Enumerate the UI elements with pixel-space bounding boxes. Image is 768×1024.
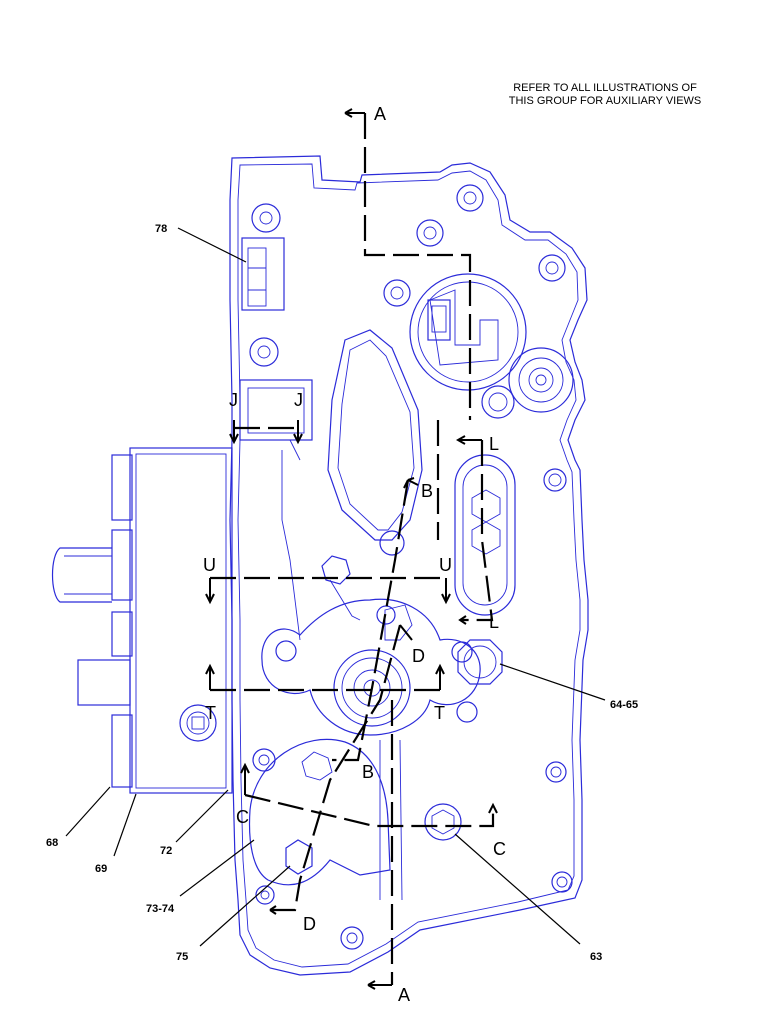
section-line-l [436, 420, 494, 625]
leader-78 [177, 227, 247, 263]
left-inner-frame [281, 439, 301, 641]
section-label-b-lower: B [362, 762, 374, 782]
callout-68: 68 [46, 837, 58, 849]
section-label-b-upper: B [421, 481, 433, 501]
housing-outline [229, 155, 589, 976]
callout-63: 63 [590, 951, 602, 963]
bracket-part-78 [241, 237, 285, 311]
section-label-a-bottom: A [398, 985, 410, 1005]
section-line-c [240, 762, 498, 828]
note-line-1: REFER TO ALL ILLUSTRATIONS OF [513, 82, 697, 94]
callout-69: 69 [95, 863, 107, 875]
leader-69 [113, 793, 137, 857]
section-label-u-left: U [203, 555, 216, 575]
leader-64-65 [499, 663, 606, 701]
small-screw-part [321, 555, 361, 621]
section-label-l-upper: L [489, 434, 499, 454]
section-label-c-right: C [493, 839, 506, 859]
section-label-l-lower: L [489, 612, 499, 632]
callout-78: 78 [155, 223, 167, 235]
section-label-j-right: J [294, 390, 303, 410]
callout-75: 75 [176, 951, 188, 963]
section-line-u [205, 576, 451, 605]
section-line-j [229, 420, 303, 445]
lower-cavity [248, 738, 462, 901]
upper-right-bore [409, 273, 574, 413]
section-line-a [344, 108, 472, 990]
leader-63 [454, 833, 581, 945]
callout-72: 72 [160, 845, 172, 857]
section-label-d-upper: D [412, 646, 425, 666]
left-cover-plate [51, 447, 233, 794]
section-line-b [332, 477, 419, 762]
auxiliary-views-note: REFER TO ALL ILLUSTRATIONS OF THIS GROUP… [470, 82, 740, 108]
section-label-t-right: T [434, 703, 445, 723]
diamond-passage [327, 329, 423, 556]
leader-75 [199, 865, 291, 947]
callout-64-65: 64-65 [610, 699, 638, 711]
section-label-a-top: A [374, 104, 386, 124]
leader-lines [65, 227, 606, 947]
central-boss [261, 598, 503, 736]
section-label-d-lower: D [303, 914, 316, 934]
section-label-c-left: C [236, 807, 249, 827]
leader-68 [65, 786, 111, 837]
section-line-d [269, 624, 413, 915]
section-label-u-right: U [439, 555, 452, 575]
leader-73-74 [179, 839, 255, 897]
section-line-t [205, 663, 445, 692]
section-label-j-left: J [229, 390, 238, 410]
callout-73-74: 73-74 [146, 903, 175, 915]
section-label-t-left: T [205, 703, 216, 723]
leader-72 [175, 789, 229, 843]
note-line-2: THIS GROUP FOR AUXILIARY VIEWS [508, 95, 702, 107]
right-slot [454, 454, 516, 616]
